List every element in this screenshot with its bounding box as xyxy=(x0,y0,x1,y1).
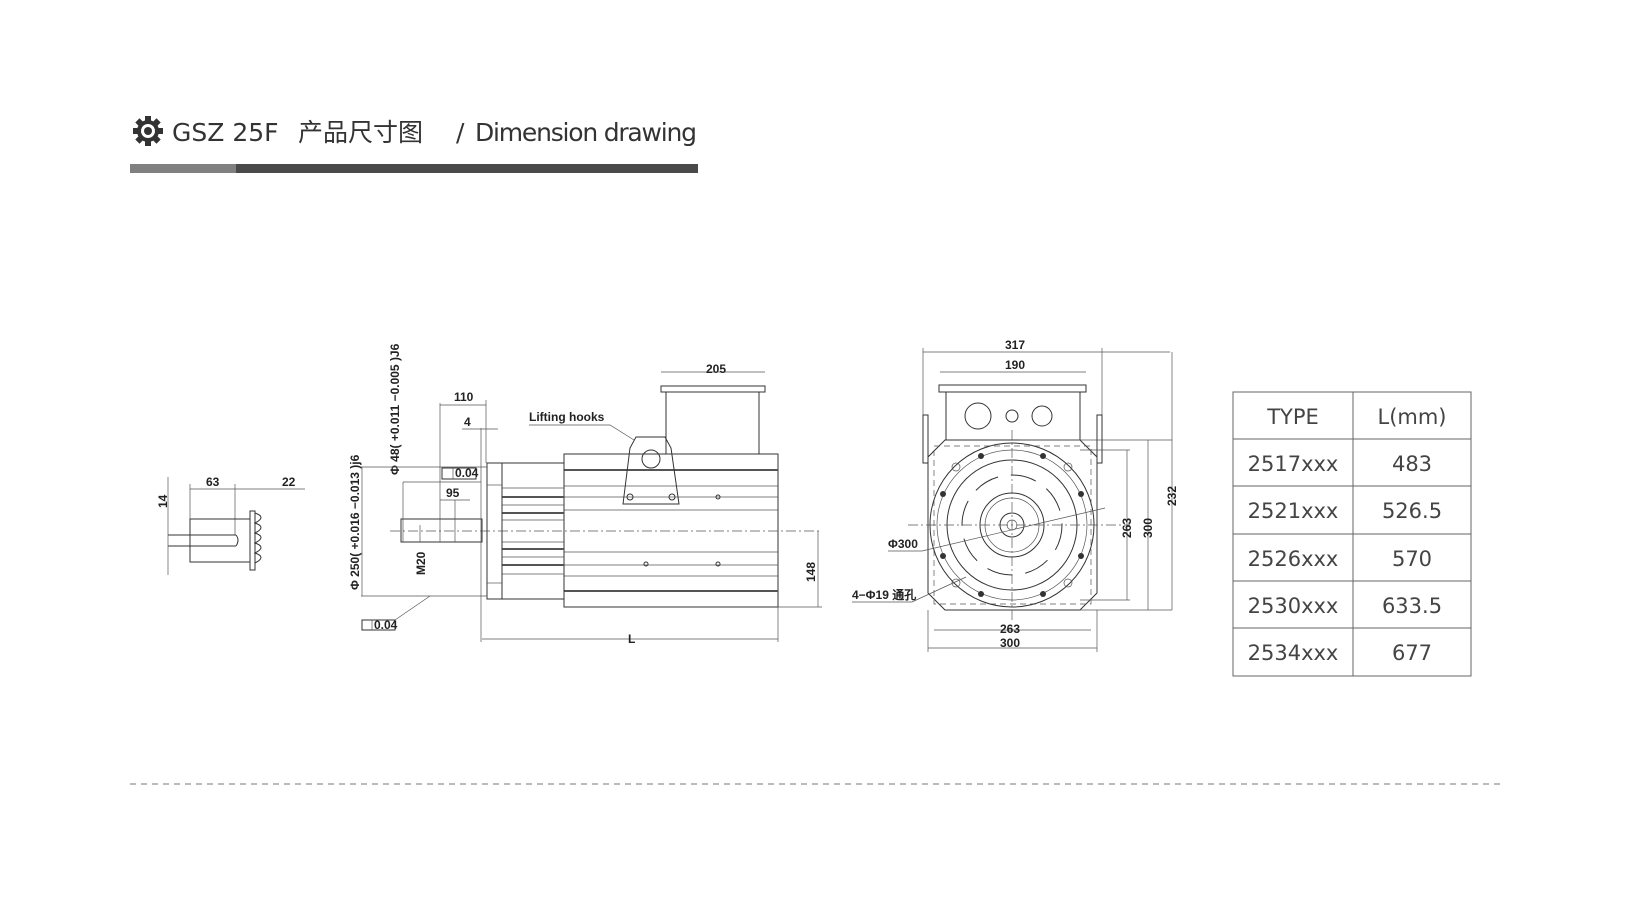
runout-tolerance-2: 0.04 xyxy=(374,618,398,632)
table-cell-length: 633.5 xyxy=(1382,594,1442,618)
mounting-holes-label: 4−Φ19 通孔 xyxy=(852,587,916,602)
pcd-label: Φ300 xyxy=(888,537,918,551)
title-model: GSZ 25F xyxy=(172,118,279,147)
table-cell-length: 570 xyxy=(1392,547,1432,571)
motor-front-view: 317 190 xyxy=(852,338,1179,652)
lifting-hook xyxy=(622,436,680,505)
dim-232: 232 xyxy=(1165,486,1179,506)
gear-icon xyxy=(133,116,163,146)
title-bar-light xyxy=(130,164,236,173)
dim-300-horizontal: 300 xyxy=(1000,636,1020,650)
table-header-type: TYPE xyxy=(1266,405,1319,429)
motor-side-view: 205 xyxy=(348,343,822,646)
dim-317: 317 xyxy=(1005,338,1025,352)
title-cn: 产品尺寸图 xyxy=(298,118,423,147)
dim-63: 63 xyxy=(206,475,220,489)
table-cell-type: 2517xxx xyxy=(1248,452,1339,476)
title-en: Dimension drawing xyxy=(475,118,697,147)
table-cell-type: 2530xxx xyxy=(1248,594,1339,618)
table-cell-length: 677 xyxy=(1392,641,1432,665)
thread-label: M20 xyxy=(414,551,428,575)
spigot-diameter-label: Φ 250( +0.016 −0.013 )j6 xyxy=(348,454,362,590)
title-bar-dark xyxy=(236,164,698,173)
table-cell-type: 2526xxx xyxy=(1248,547,1339,571)
dim-263-vertical: 263 xyxy=(1120,518,1134,538)
shaft-key-view: 63 22 14 xyxy=(156,475,305,575)
type-length-table: TYPE L(mm) 2517xxx 483 2521xxx 526.5 252… xyxy=(1232,391,1472,677)
title-separator: / xyxy=(456,118,465,147)
table-cell-type: 2534xxx xyxy=(1248,641,1339,665)
dim-14: 14 xyxy=(156,494,170,508)
dim-95: 95 xyxy=(446,486,460,500)
lifting-hooks-label: Lifting hooks xyxy=(529,410,605,424)
dim-110: 110 xyxy=(454,390,474,404)
dim-22: 22 xyxy=(282,475,296,489)
table-header-length: L(mm) xyxy=(1378,405,1447,429)
dim-263-horizontal: 263 xyxy=(1000,622,1020,636)
dim-190: 190 xyxy=(1005,358,1025,372)
table-cell-type: 2521xxx xyxy=(1248,499,1339,523)
table-cell-length: 526.5 xyxy=(1382,499,1442,523)
shaft-diameter-label: Φ 48( +0.011 −0.005 )J6 xyxy=(388,343,402,475)
dim-4: 4 xyxy=(464,415,471,429)
table-cell-length: 483 xyxy=(1392,452,1432,476)
dim-205: 205 xyxy=(706,362,726,376)
dim-300-vertical: 300 xyxy=(1141,518,1155,538)
runout-tolerance-1: 0.04 xyxy=(455,466,479,480)
dim-148: 148 xyxy=(804,562,818,582)
dim-L: L xyxy=(628,632,635,646)
